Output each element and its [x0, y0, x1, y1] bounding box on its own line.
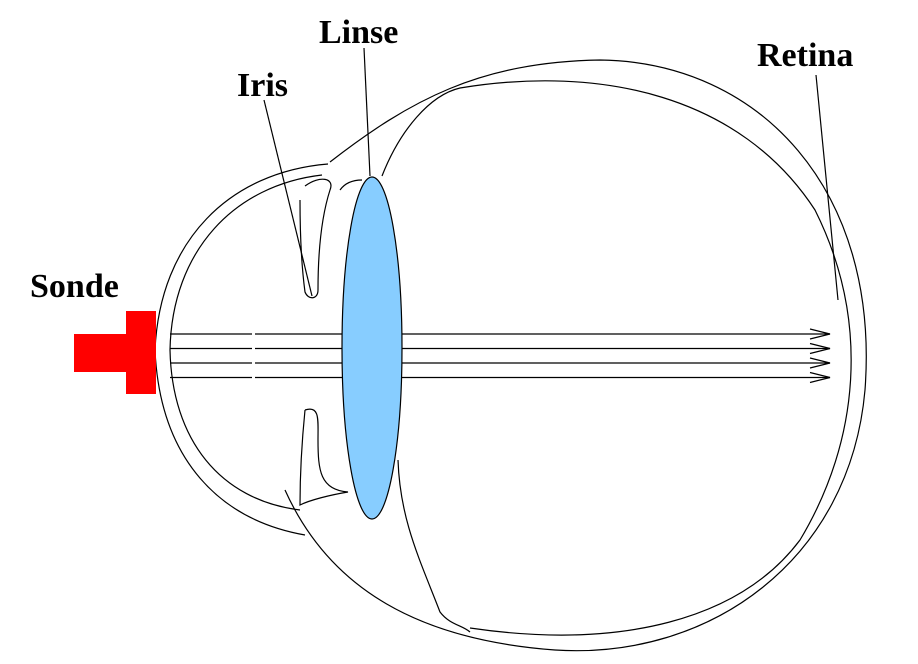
- beam-break: [252, 330, 255, 382]
- cornea-inner: [169, 174, 323, 511]
- label-linse: Linse: [319, 14, 398, 51]
- sclera-outline: [284, 59, 867, 652]
- label-sonde: Sonde: [30, 268, 119, 305]
- probe: [74, 311, 156, 394]
- label-retina: Retina: [757, 37, 853, 74]
- cornea: [154, 163, 329, 536]
- lens: [341, 176, 403, 520]
- leader-lines: [263, 47, 839, 301]
- ciliary-lower: [397, 459, 471, 633]
- iris-lower: [299, 408, 349, 506]
- iris: [299, 178, 471, 633]
- beam-arrowhead: [809, 357, 831, 369]
- iris-upper: [299, 178, 332, 299]
- beam-arrowhead: [809, 371, 831, 384]
- beam-arrowhead: [809, 342, 831, 355]
- cornea-outer: [154, 163, 329, 536]
- label-iris: Iris: [237, 67, 288, 104]
- eyeball: [284, 59, 867, 652]
- probe-stem: [74, 334, 134, 372]
- leader-retina: [815, 74, 839, 301]
- ciliary-upper: [339, 179, 363, 191]
- probe-head: [126, 311, 156, 394]
- leader-linse: [363, 47, 371, 177]
- beam-arrowhead: [809, 328, 831, 340]
- leader-iris: [263, 99, 313, 297]
- beams: [170, 328, 831, 384]
- retina-outline: [381, 80, 852, 636]
